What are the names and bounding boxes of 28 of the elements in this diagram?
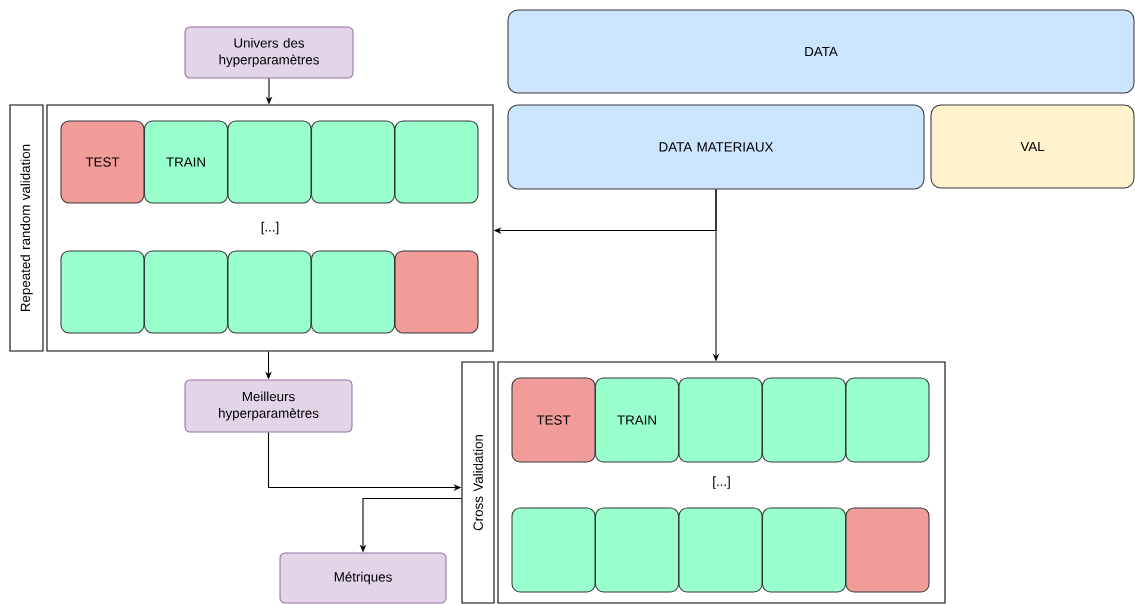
- fold-box: [678, 377, 763, 463]
- fold-box: [761, 507, 847, 593]
- fold-box: [310, 120, 396, 204]
- fold-box: [394, 250, 479, 334]
- fold-box: TRAIN: [143, 120, 229, 204]
- fold-box: [845, 377, 930, 463]
- fold-box: [394, 120, 479, 204]
- vertical-label-box: Repeated random validation: [9, 104, 44, 352]
- fold-box: [761, 377, 847, 463]
- process-box: Meilleurs hyperparamètres: [184, 379, 353, 433]
- process-box: Métriques: [279, 552, 447, 604]
- data-box: DATA MATERIAUX: [507, 104, 925, 190]
- fold-box: [845, 507, 930, 593]
- fold-box: TRAIN: [594, 377, 680, 463]
- process-box: Univers des hyperparamètres: [184, 26, 354, 79]
- fold-box: TEST: [511, 377, 596, 463]
- data-box: DATA: [507, 9, 1135, 94]
- fold-box: [310, 250, 396, 334]
- fold-box: TEST: [60, 120, 145, 204]
- fold-box: [60, 250, 145, 334]
- fold-box: [594, 507, 680, 593]
- fold-box: [678, 507, 763, 593]
- fold-box: [227, 120, 312, 204]
- fold-box: [511, 507, 596, 593]
- data-box: VAL: [930, 104, 1135, 189]
- fold-box: [143, 250, 229, 334]
- vertical-label-box: Cross Validation: [461, 361, 495, 604]
- fold-box: [227, 250, 312, 334]
